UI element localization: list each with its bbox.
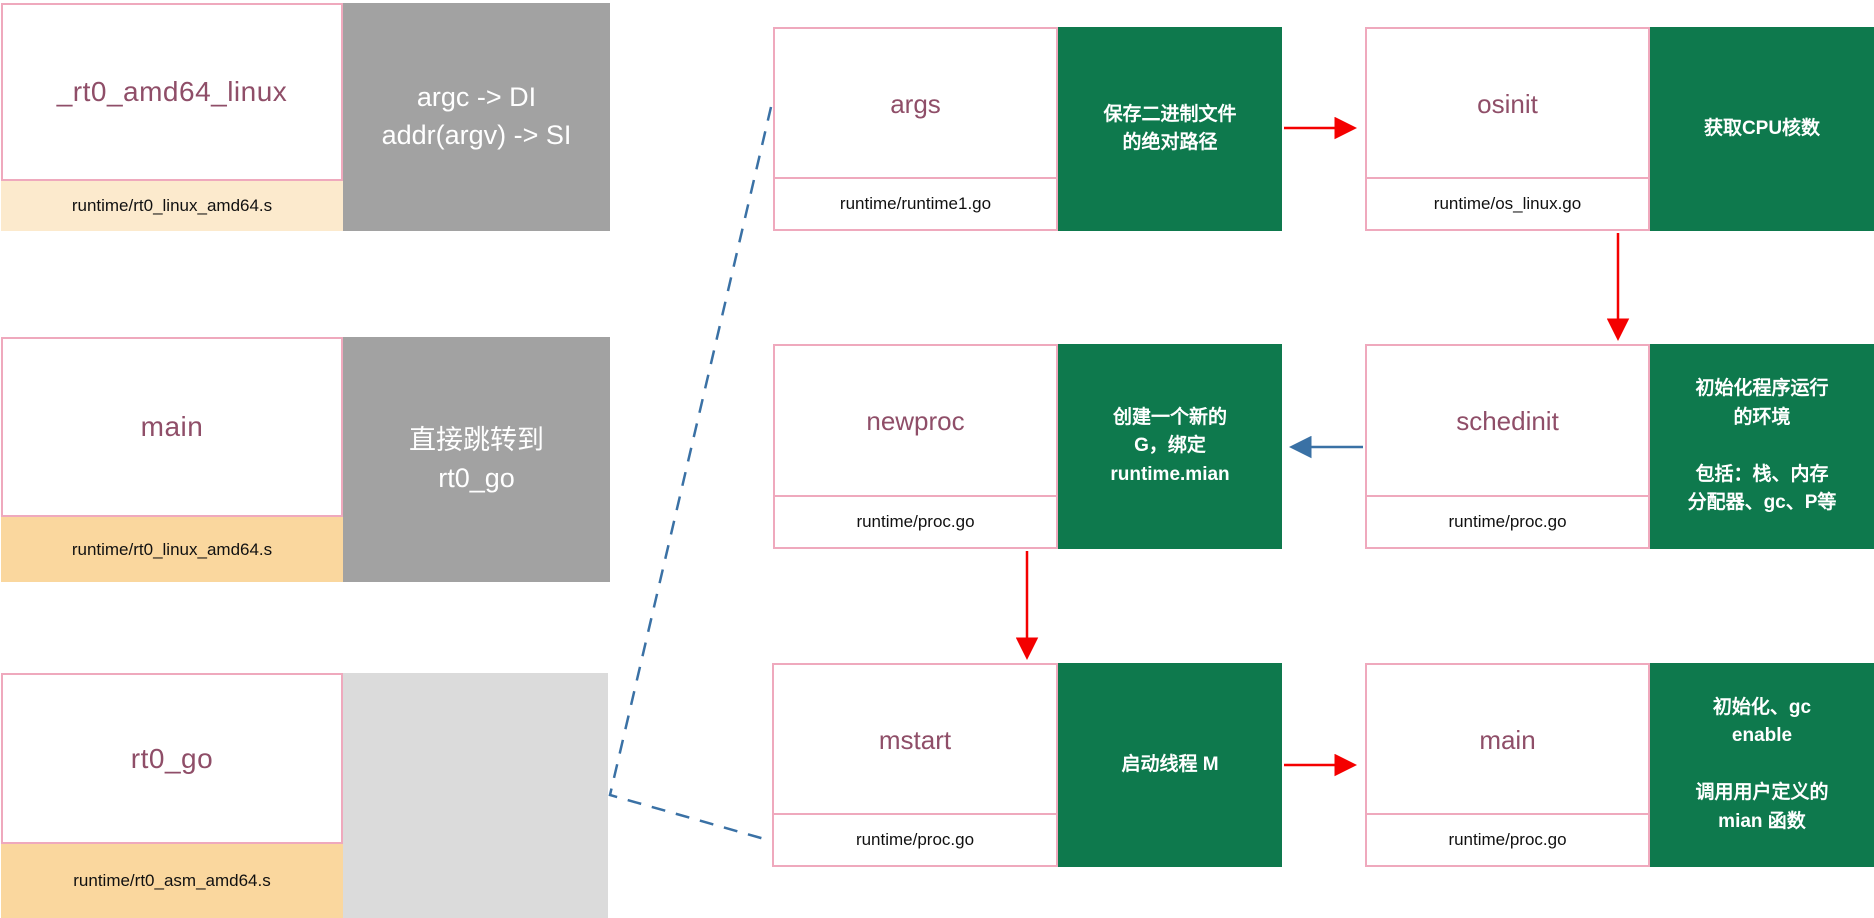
desc-mstart: 启动线程 M <box>1058 663 1282 867</box>
node-osinit: osinit runtime/os_linux.go <box>1365 27 1650 231</box>
file-label: runtime/proc.go <box>775 495 1056 547</box>
node-title: main <box>1479 724 1536 755</box>
node-asm-main: main <box>1 337 343 517</box>
node-asm-main-file: runtime/rt0_linux_amd64.s <box>1 517 343 582</box>
file-label: runtime/os_linux.go <box>1367 177 1648 229</box>
node-title: mstart <box>878 724 952 755</box>
file-label: runtime/rt0_linux_amd64.s <box>71 539 273 559</box>
node-title: newproc <box>866 405 965 436</box>
node-title: schedinit <box>1456 405 1559 436</box>
desc-runtime-main: 初始化、gc enable 调用用户定义的 mian 函数 <box>1650 663 1874 867</box>
node-title: args <box>890 88 941 119</box>
note-rt0-go-empty <box>343 673 608 918</box>
dashed-link-rt0go-args-mstart <box>608 106 773 842</box>
node-title: _rt0_amd64_linux <box>56 76 288 107</box>
node-rt0-amd64-linux: _rt0_amd64_linux <box>1 3 343 181</box>
node-args: args runtime/runtime1.go <box>773 27 1058 231</box>
note-asm-main: 直接跳转到 rt0_go <box>343 337 610 582</box>
desc-args: 保存二进制文件 的绝对路径 <box>1058 27 1282 231</box>
file-label: runtime/runtime1.go <box>775 177 1056 229</box>
node-title: rt0_go <box>130 742 214 774</box>
note-rt0-amd64-linux: argc -> DI addr(argv) -> SI <box>343 3 610 231</box>
node-title: main <box>140 411 204 442</box>
file-label: runtime/rt0_asm_amd64.s <box>73 871 271 890</box>
node-rt0-go-file: runtime/rt0_asm_amd64.s <box>1 844 343 918</box>
desc-newproc: 创建一个新的 G，绑定 runtime.mian <box>1058 344 1282 549</box>
node-rt0-amd64-linux-file: runtime/rt0_linux_amd64.s <box>1 181 343 231</box>
node-runtime-main: main runtime/proc.go <box>1365 663 1650 867</box>
node-rt0-go: rt0_go <box>1 673 343 844</box>
desc-schedinit: 初始化程序运行 的环境 包括：栈、内存 分配器、gc、P等 <box>1650 344 1874 549</box>
node-mstart: mstart runtime/proc.go <box>772 663 1058 867</box>
node-title: osinit <box>1477 88 1538 119</box>
file-label: runtime/proc.go <box>1367 813 1648 865</box>
file-label: runtime/rt0_linux_amd64.s <box>71 196 273 215</box>
file-label: runtime/proc.go <box>1367 495 1648 547</box>
node-newproc: newproc runtime/proc.go <box>773 344 1058 549</box>
node-schedinit: schedinit runtime/proc.go <box>1365 344 1650 549</box>
file-label: runtime/proc.go <box>774 813 1056 865</box>
desc-osinit: 获取CPU核数 <box>1650 27 1874 231</box>
